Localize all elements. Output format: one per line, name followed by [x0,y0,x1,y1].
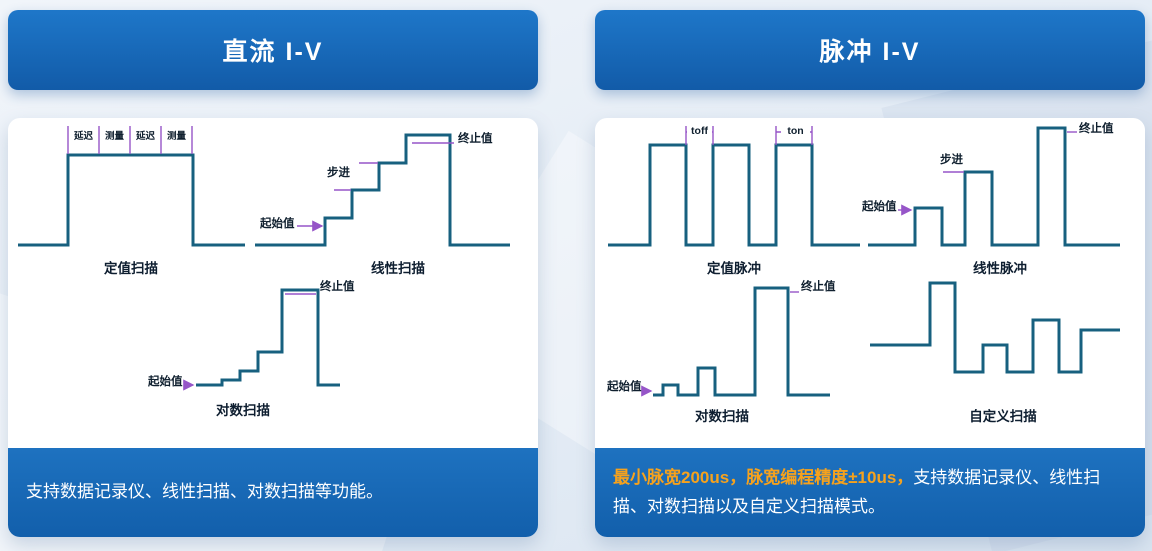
constant-pulse-caption: 定值脉冲 [707,261,761,276]
dc-iv-panel: 直流 I-V [8,10,538,537]
log-sweep-caption: 对数扫描 [695,409,749,424]
start-value-label: 起始值 [148,376,183,388]
end-value-label: 终止值 [801,281,836,293]
dc-iv-footer: 支持数据记录仪、线性扫描、对数扫描等功能。 [8,448,538,537]
pulse-iv-header: 脉冲 I-V [595,10,1145,90]
pulse-iv-title: 脉冲 I-V [819,38,921,66]
pulse-spec-highlight: 最小脉宽200us，脉宽编程精度±10us， [613,468,914,488]
custom-sweep-waveform [870,281,1120,374]
dc-iv-header: 直流 I-V [8,10,538,90]
pulse-iv-card: toff ton 定值脉冲 起始值 步进 终止值 线性脉冲 起始值 终止值 对数… [595,118,1145,537]
delay-measure-ticks [67,126,193,154]
dc-iv-waveforms [18,126,510,391]
pulse-iv-diagrams: toff ton 定值脉冲 起始值 步进 终止值 线性脉冲 起始值 终止值 对数… [595,118,1145,448]
pulse-iv-waveforms [608,126,1120,397]
dc-iv-description: 支持数据记录仪、线性扫描、对数扫描等功能。 [26,482,383,502]
ton-label: ton [781,125,810,138]
end-value-label: 终止值 [320,281,355,293]
step-label: 步进 [940,154,963,166]
constant-sweep-caption: 定值扫描 [104,261,158,276]
pulse-iv-footer: 最小脉宽200us，脉宽编程精度±10us，支持数据记录仪、线性扫描、对数扫描以… [595,448,1145,537]
linear-sweep-waveform [255,133,510,247]
start-value-label: 起始值 [260,218,295,230]
constant-sweep-waveform [18,153,245,247]
constant-pulse-waveform [608,143,860,247]
linear-pulse-caption: 线性脉冲 [973,261,1027,276]
toff-label: toff [687,125,712,138]
dc-iv-diagrams: 延迟 测量 延迟 测量 定值扫描 起始值 步进 终止值 线性扫描 起始值 终止值… [8,118,538,448]
measure-label: 测量 [104,131,124,142]
linear-pulse-waveform [868,126,1120,247]
measure-label: 测量 [166,131,186,142]
custom-sweep-caption: 自定义扫描 [969,409,1037,424]
delay-label: 延迟 [135,131,155,142]
log-pulse-waveform [653,286,830,397]
log-sweep-waveform [196,288,340,387]
delay-label: 延迟 [73,131,93,142]
start-value-label: 起始值 [862,201,897,213]
end-value-label: 终止值 [1079,123,1114,135]
dc-iv-title: 直流 I-V [222,38,324,66]
pulse-iv-panel: 脉冲 I-V [595,10,1145,537]
dc-iv-card: 延迟 测量 延迟 测量 定值扫描 起始值 步进 终止值 线性扫描 起始值 终止值… [8,118,538,537]
log-sweep-caption: 对数扫描 [216,403,270,418]
pulse-footer-rest: 支持数据记录仪、线性扫描、对数扫描以及自定义扫描模式。 [613,468,1101,516]
end-value-label: 终止值 [458,133,493,145]
step-label: 步进 [327,167,350,179]
start-value-label: 起始值 [607,381,642,393]
linear-sweep-caption: 线性扫描 [371,261,425,276]
pulse-iv-description: 最小脉宽200us，脉宽编程精度±10us，支持数据记录仪、线性扫描、对数扫描以… [613,464,1127,520]
